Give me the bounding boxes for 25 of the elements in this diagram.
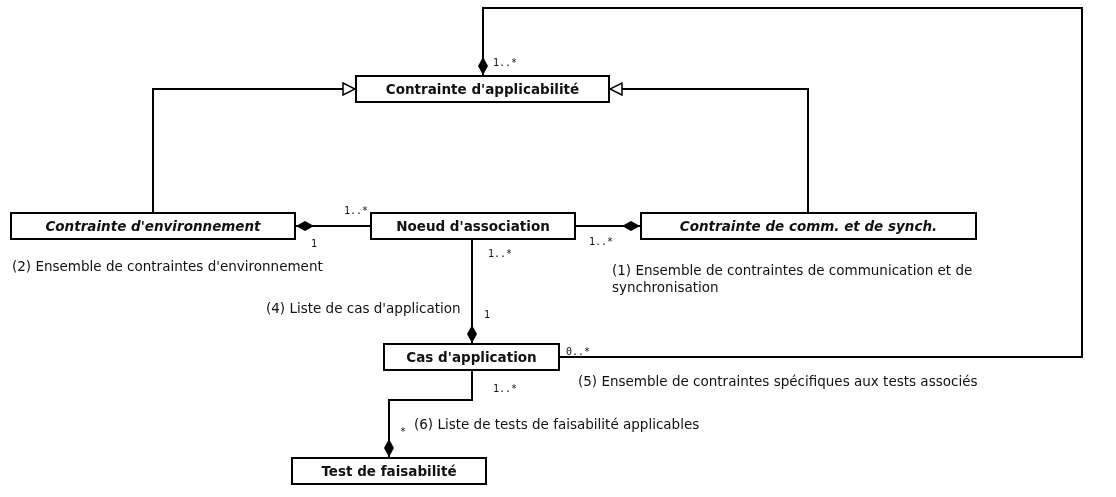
composition-line [384,370,473,458]
edge-label: (2) Ensemble de contraintes d'environnement [12,258,323,275]
class-box: Contrainte de comm. et de synch. [640,212,977,240]
class-box: Noeud d'association [370,212,576,240]
generalization-arrow [152,82,356,213]
multiplicity-label: 1 [484,309,491,320]
composition-line [295,221,371,231]
multiplicity-label: * [400,426,407,437]
edge-label: (6) Liste de tests de faisabilité applicables [414,416,700,433]
composition-line [478,7,1083,358]
edge-label: (4) Liste de cas d'application [266,300,461,317]
multiplicity-label: 0..* [566,346,591,357]
composition-line [467,239,477,344]
multiplicity-label: 1..* [493,383,518,394]
class-box: Test de faisabilité [291,457,487,485]
edge-label: (1) Ensemble de contraintes de communication et de synchronisation [612,262,974,296]
multiplicity-label: 1 [311,238,318,249]
multiplicity-label: 1..* [589,236,614,247]
multiplicity-label: 1..* [344,205,369,216]
edge-label: (5) Ensemble de contraintes spécifiques aux tests associés [578,373,978,390]
composition-line [575,221,641,231]
class-box: Cas d'application [383,343,560,371]
generalization-arrow [609,82,809,213]
class-box: Contrainte d'applicabilité [355,75,610,103]
class-box: Contrainte d'environnement [10,212,296,240]
